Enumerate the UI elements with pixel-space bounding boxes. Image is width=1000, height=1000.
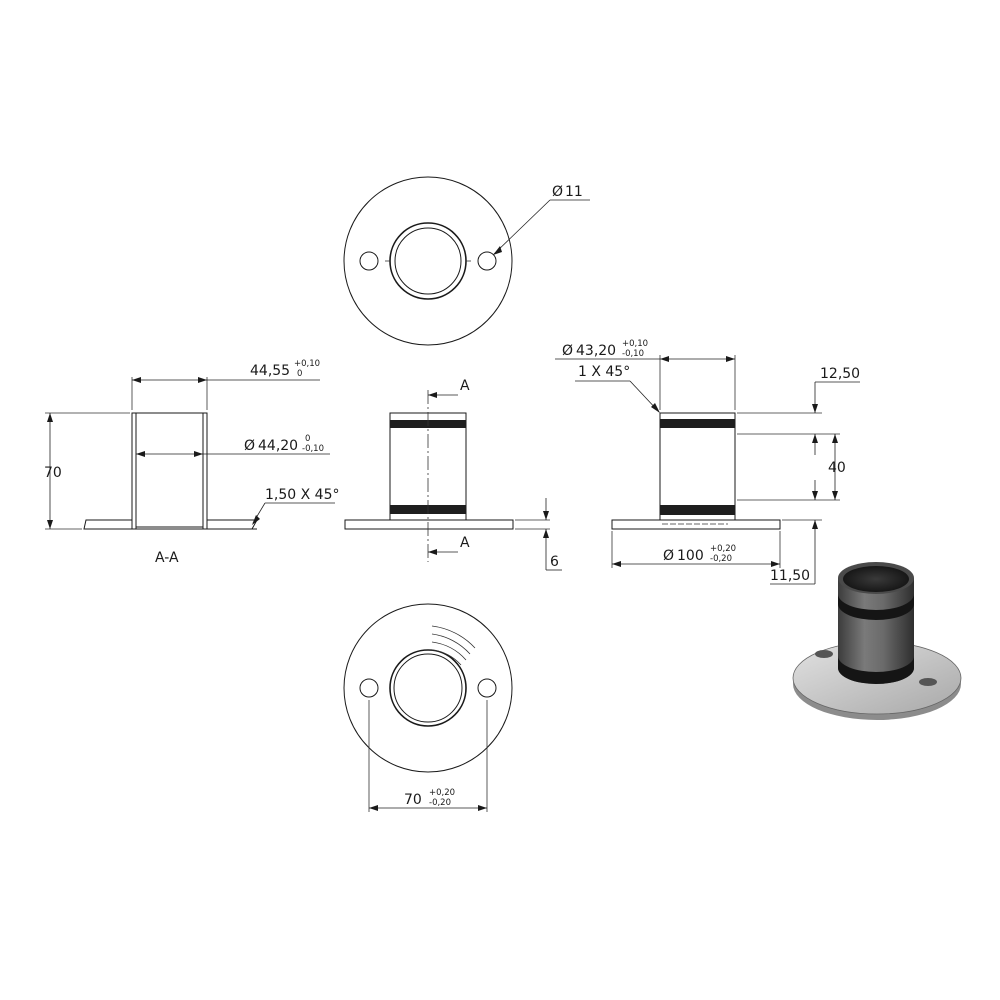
render-3d	[792, 562, 962, 720]
bore-dia-label: 44,20	[258, 438, 298, 454]
hole-spacing-tol-upper: +0,20	[429, 788, 455, 798]
bottom-band-label: 11,50	[770, 568, 810, 584]
tube-od-tol-lower: -0,10	[622, 349, 644, 359]
band-spacing-label: 40	[828, 460, 846, 476]
front-view: A A 6	[344, 378, 562, 571]
weld-chamfer-label: 1,50 X 45°	[265, 487, 339, 503]
cut-marker-bottom: A	[460, 535, 470, 551]
bore-dia-tol-upper: 0	[305, 434, 310, 444]
top-band-label: 12,50	[820, 366, 860, 382]
cut-marker-top: A	[460, 378, 470, 394]
flange-width-tol-lower: 0	[297, 369, 302, 379]
hole-dia-symbol: Ø	[552, 184, 563, 200]
plate-thickness-label: 6	[550, 554, 559, 570]
bore-dia-symbol: Ø	[244, 438, 255, 454]
base-dia-label: 100	[677, 548, 704, 564]
tube-od-tol-upper: +0,10	[622, 339, 648, 349]
base-dia-symbol: Ø	[663, 548, 674, 564]
tube-od-label: 43,20	[576, 343, 616, 359]
bore-dia-tol-lower: -0,10	[302, 444, 324, 454]
base-dia-tol-lower: -0,20	[710, 554, 732, 564]
flange-width-tol-upper: +0,10	[294, 359, 320, 369]
height-label: 70	[44, 465, 62, 481]
bottom-view: 70 +0,20 -0,20	[343, 603, 513, 812]
flange-width-label: 44,55	[250, 363, 290, 379]
hole-spacing-tol-lower: -0,20	[429, 798, 451, 808]
hole-spacing-label: 70	[404, 792, 422, 808]
base-dia-tol-upper: +0,20	[710, 544, 736, 554]
section-view: 44,55 +0,10 0 70 Ø 44,20 0 -0,10 1,50 X …	[44, 359, 339, 566]
top-view: Ø 11	[343, 176, 590, 346]
side-view: Ø 43,20 +0,10 -0,10 1 X 45° 12,50 40 11,…	[555, 339, 860, 585]
tube-od-symbol: Ø	[562, 343, 573, 359]
hole-dia-label: 11	[565, 184, 583, 200]
edge-chamfer-label: 1 X 45°	[578, 364, 630, 380]
section-label: A-A	[155, 550, 179, 566]
